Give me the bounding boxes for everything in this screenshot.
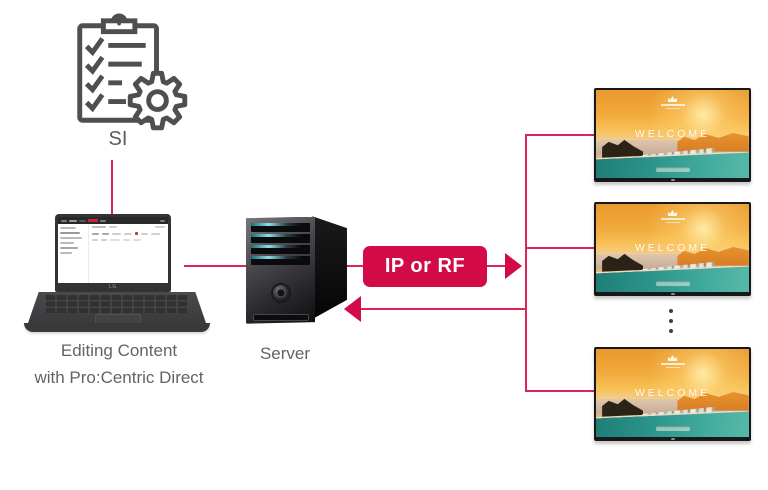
server-side-panel bbox=[312, 216, 347, 320]
display-menu-bar bbox=[655, 280, 690, 286]
si-label: SI bbox=[108, 128, 128, 150]
display-3: WELCOME bbox=[594, 347, 751, 441]
display-1-screen: WELCOME bbox=[596, 90, 749, 178]
connector-pill-to-displays bbox=[487, 265, 507, 267]
distribution-trunk-line bbox=[525, 134, 527, 392]
transport-pill: IP or RF bbox=[363, 246, 487, 287]
laptop-app-header bbox=[58, 217, 168, 224]
display-menu-bar bbox=[655, 425, 690, 431]
laptop-base bbox=[24, 323, 210, 332]
server-label: Server bbox=[259, 344, 311, 363]
hotel-crest-icon bbox=[658, 96, 688, 110]
branch-to-display-3 bbox=[525, 390, 595, 392]
laptop-caption-line1: Editing Content bbox=[60, 341, 178, 360]
connector-si-to-laptop bbox=[111, 160, 113, 215]
arrowhead-to-displays-icon bbox=[505, 253, 522, 279]
laptop-keyboard-deck bbox=[28, 292, 206, 323]
display-welcome-text: WELCOME bbox=[634, 386, 711, 399]
display-welcome-text: WELCOME bbox=[634, 127, 711, 140]
vertical-ellipsis-icon bbox=[669, 309, 673, 333]
server-front-panel bbox=[246, 216, 316, 324]
branch-to-display-1 bbox=[525, 134, 595, 136]
display-1: WELCOME bbox=[594, 88, 751, 182]
display-3-screen: WELCOME bbox=[596, 349, 749, 437]
hotel-crest-icon bbox=[658, 355, 688, 369]
connector-displays-to-server bbox=[359, 308, 527, 310]
laptop-caption: Editing Content with Pro:Centric Direct bbox=[0, 337, 238, 391]
laptop-caption-line2: with Pro:Centric Direct bbox=[34, 368, 204, 387]
laptop-screen bbox=[55, 214, 171, 292]
display-2: WELCOME bbox=[594, 202, 751, 296]
server-icon bbox=[245, 212, 347, 326]
laptop-bezel-logo: LG bbox=[109, 283, 117, 290]
connector-server-to-pill bbox=[347, 265, 363, 267]
branch-to-display-2 bbox=[525, 247, 595, 249]
display-2-screen: WELCOME bbox=[596, 204, 749, 292]
laptop-touchpad bbox=[95, 314, 141, 323]
connector-laptop-to-server bbox=[184, 265, 248, 267]
display-menu-bar bbox=[655, 166, 690, 172]
server-bottom-slot bbox=[252, 313, 310, 321]
arrowhead-to-server-icon bbox=[344, 296, 361, 322]
laptop-app-table bbox=[89, 224, 168, 283]
hotel-crest-icon bbox=[658, 210, 688, 224]
display-welcome-text: WELCOME bbox=[634, 241, 711, 254]
clipboard-checklist-gear-icon bbox=[77, 13, 188, 131]
laptop-app-sidebar bbox=[58, 224, 89, 283]
server-power-knob bbox=[270, 282, 291, 303]
laptop-keyboard bbox=[46, 295, 188, 313]
